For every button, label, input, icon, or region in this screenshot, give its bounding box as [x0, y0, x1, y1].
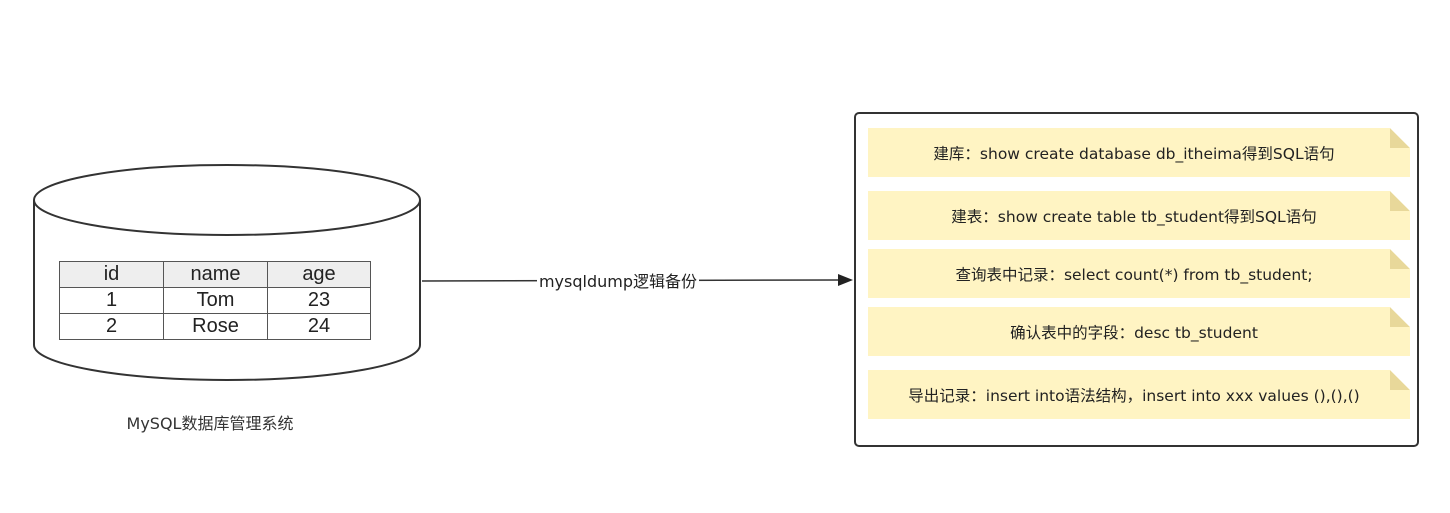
- table-header-row: id name age: [59, 261, 371, 288]
- folded-corner-icon: [1390, 249, 1410, 269]
- note-text: 导出记录：insert into语法结构，insert into xxx val…: [908, 386, 1360, 405]
- note-text: 建库：show create database db_itheima得到SQL语…: [933, 144, 1335, 163]
- folded-corner-icon: [1390, 307, 1410, 327]
- column-header-name: name: [163, 261, 268, 288]
- column-header-id: id: [59, 261, 164, 288]
- arrow-label: mysqldump逻辑备份: [537, 271, 699, 293]
- folded-corner-icon: [1390, 128, 1410, 148]
- table-cell: Rose: [163, 313, 268, 340]
- note-export-records[interactable]: 导出记录：insert into语法结构，insert into xxx val…: [868, 370, 1410, 419]
- table-cell: 24: [267, 313, 371, 340]
- table-cell: 23: [267, 287, 371, 314]
- note-describe-fields[interactable]: 确认表中的字段：desc tb_student: [868, 307, 1410, 356]
- table-cell: 1: [59, 287, 164, 314]
- student-table: id name age 1 Tom 23 2 Rose 24: [59, 261, 371, 340]
- folded-corner-icon: [1390, 191, 1410, 211]
- note-text: 确认表中的字段：desc tb_student: [1010, 323, 1258, 342]
- table-cell: 2: [59, 313, 164, 340]
- note-create-database[interactable]: 建库：show create database db_itheima得到SQL语…: [868, 128, 1410, 177]
- note-text: 查询表中记录：select count(*) from tb_student;: [955, 265, 1313, 284]
- table-cell: Tom: [163, 287, 268, 314]
- table-row: 2 Rose 24: [59, 313, 371, 340]
- column-header-age: age: [267, 261, 371, 288]
- note-count-records[interactable]: 查询表中记录：select count(*) from tb_student;: [868, 249, 1410, 298]
- note-text: 建表：show create table tb_student得到SQL语句: [951, 207, 1317, 226]
- table-row: 1 Tom 23: [59, 287, 371, 314]
- folded-corner-icon: [1390, 370, 1410, 390]
- note-create-table[interactable]: 建表：show create table tb_student得到SQL语句: [868, 191, 1410, 240]
- database-caption: MySQL数据库管理系统: [126, 414, 294, 433]
